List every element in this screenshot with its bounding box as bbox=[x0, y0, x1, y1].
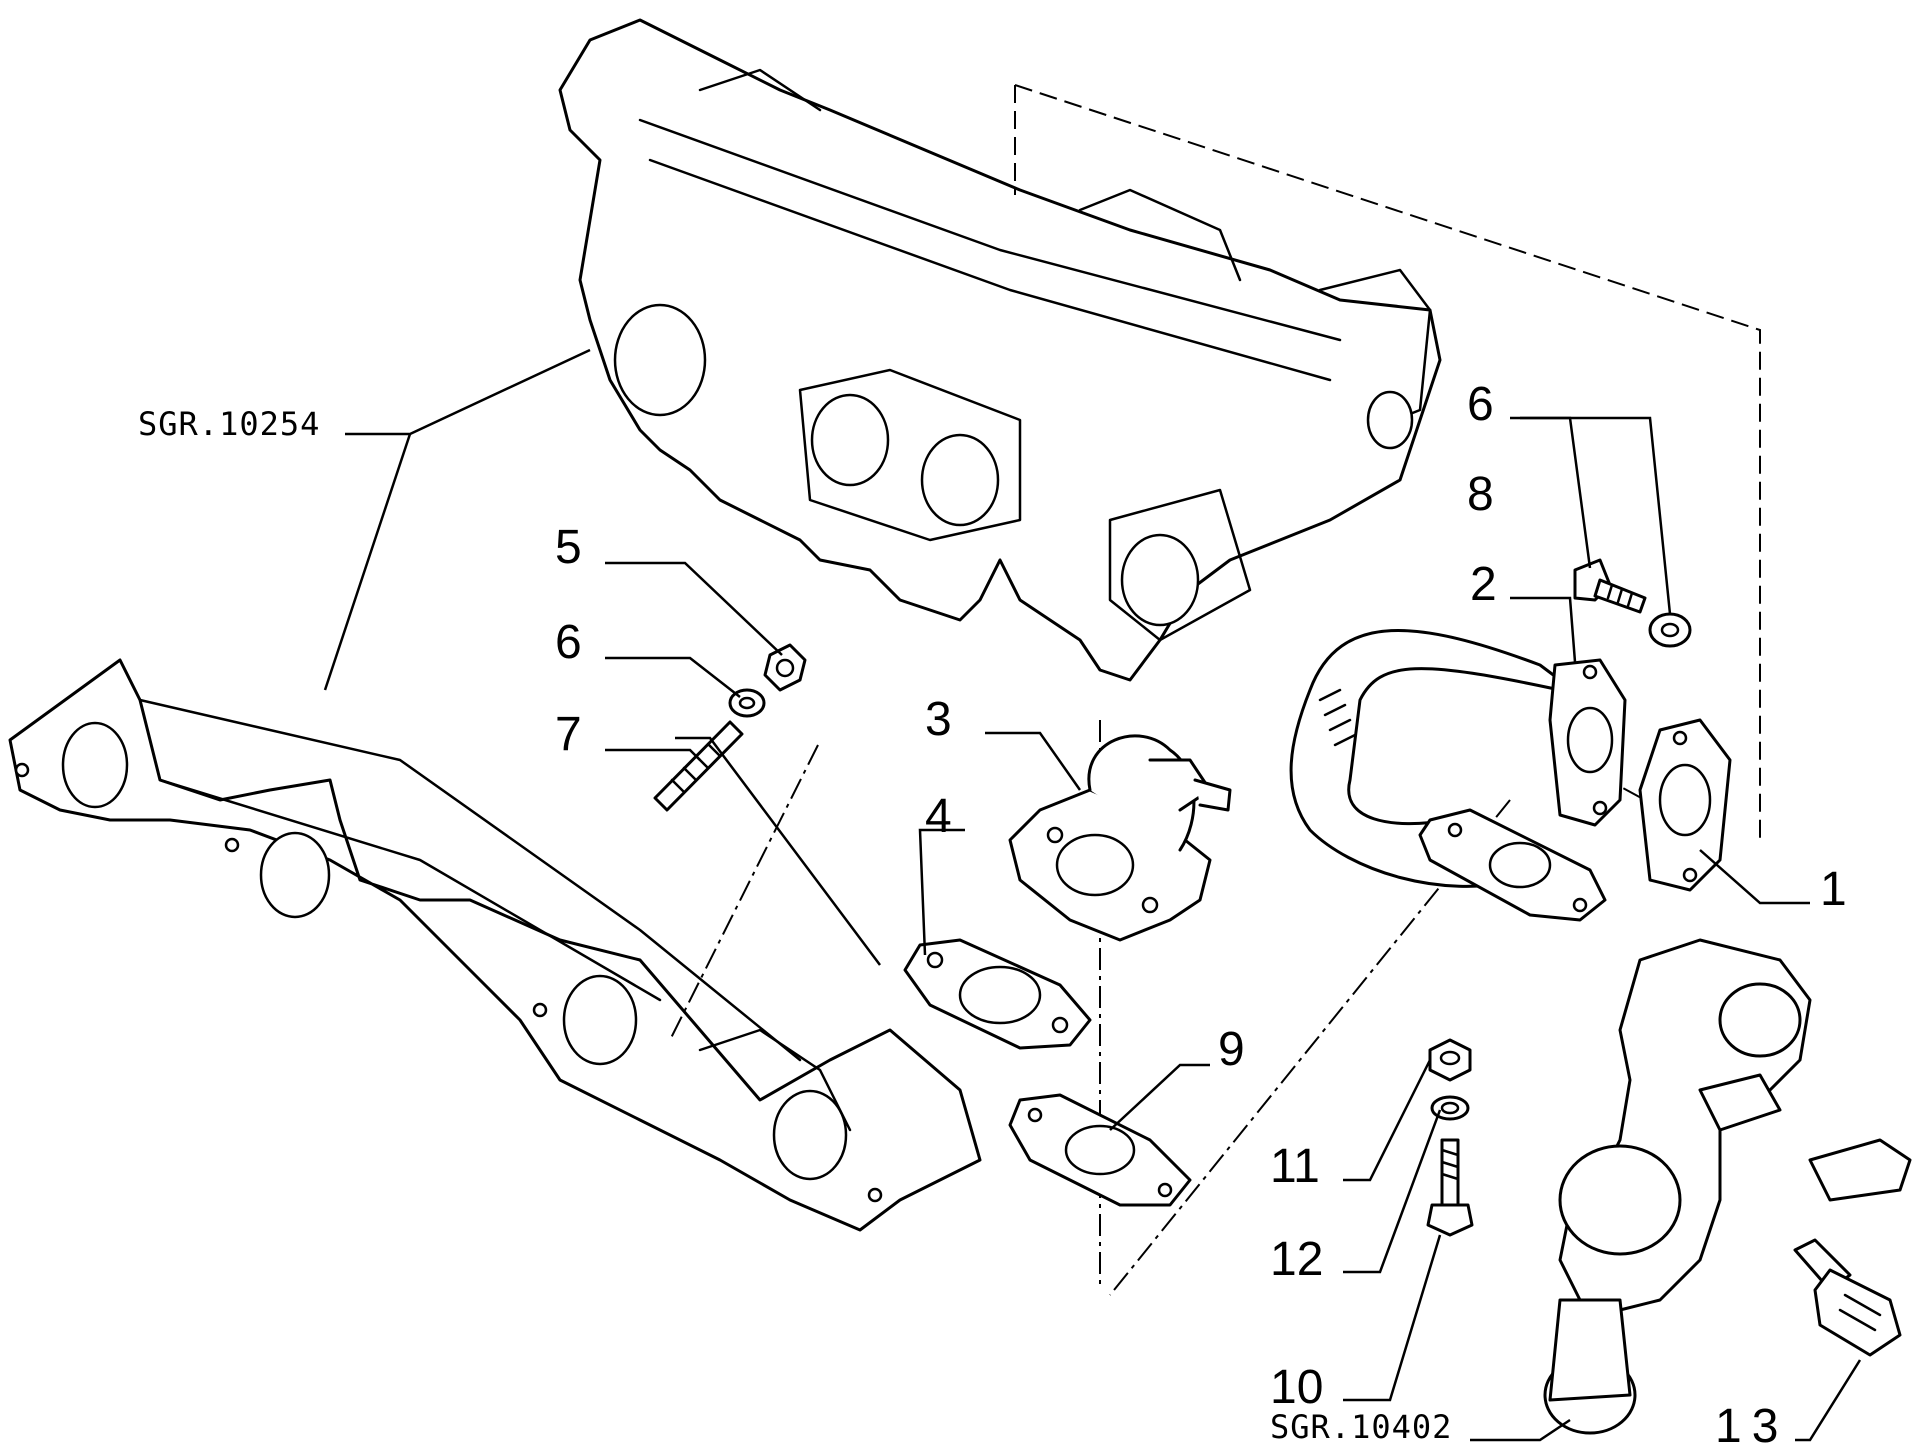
callout-6-left: 6 bbox=[555, 616, 582, 669]
part-6-washer-right bbox=[1648, 612, 1692, 648]
part-11-nut bbox=[1428, 1038, 1472, 1082]
part-7-stud bbox=[653, 720, 744, 812]
ref-label-thermostat: SGR.10402 bbox=[1270, 1408, 1452, 1444]
callout-5: 5 bbox=[555, 521, 582, 574]
callout-8: 8 bbox=[1467, 468, 1494, 521]
callout-6-right: 6 bbox=[1467, 378, 1494, 431]
callout-1: 1 bbox=[1820, 863, 1847, 916]
part-9-gasket bbox=[1008, 1093, 1192, 1207]
assembly-bracket-dashed bbox=[1014, 84, 1761, 845]
part-4-gasket bbox=[903, 938, 1092, 1050]
callout-4: 4 bbox=[925, 790, 952, 843]
part-1-gasket bbox=[1638, 718, 1732, 892]
callout-11: 11 bbox=[1270, 1140, 1320, 1193]
part-13-temperature-sensor bbox=[1793, 1238, 1902, 1357]
part-8-bolt bbox=[1573, 558, 1647, 614]
callout-labels: SGR.10254 SGR.10402 1 2 3 4 5 6 6 7 8 9 … bbox=[138, 378, 1847, 1444]
part-5-nut bbox=[763, 643, 807, 692]
part-10-bolt bbox=[1426, 1138, 1474, 1237]
intake-manifold bbox=[558, 18, 1442, 682]
part-12-washer bbox=[1430, 1095, 1470, 1121]
callout-3: 3 bbox=[925, 693, 952, 746]
callout-12: 12 bbox=[1270, 1233, 1323, 1286]
callout-2: 2 bbox=[1470, 558, 1497, 611]
part-2-egr-pipe bbox=[1289, 629, 1627, 922]
leader-lines bbox=[323, 348, 1862, 1442]
callout-9: 9 bbox=[1218, 1023, 1245, 1076]
thermostat-housing bbox=[1543, 938, 1912, 1435]
exhaust-manifold bbox=[8, 658, 982, 1232]
axis-line-1 bbox=[669, 744, 819, 1041]
part-3-egr-valve bbox=[1008, 734, 1232, 942]
ref-label-manifold: SGR.10254 bbox=[138, 405, 320, 443]
callout-7: 7 bbox=[555, 708, 582, 761]
callout-10: 10 bbox=[1270, 1361, 1323, 1414]
callout-13: 13 bbox=[1715, 1400, 1788, 1444]
